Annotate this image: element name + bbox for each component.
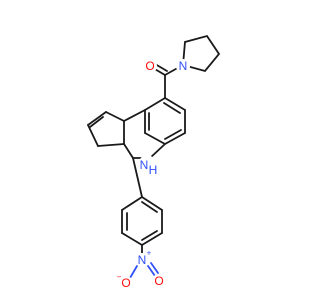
np-bond-3: [141, 232, 163, 246]
bond-c4-aryl: [132, 157, 143, 198]
atom-labels: O N N H N + O − O: [117, 59, 190, 290]
cp-double: [89, 116, 104, 128]
cp-bond-1: [105, 111, 125, 122]
amide-nitrogen-label: N: [179, 59, 188, 73]
benzo-double-2: [164, 129, 182, 140]
heteroatom-bonds: [129, 143, 166, 279]
nitro-charge-plus: +: [147, 249, 152, 258]
np-bond-6: [121, 196, 143, 211]
benzo-bond-3: [164, 132, 186, 145]
nitro-nitrogen-label: N: [138, 253, 147, 267]
benzo-bond-1: [164, 97, 186, 111]
benzo-double-1: [163, 102, 181, 114]
benzo-bond-4: [144, 132, 166, 145]
bond-nitro-o-left: [129, 265, 138, 279]
nitro-oxygen-left-label: O: [121, 276, 130, 290]
cp-bond-2: [87, 111, 107, 126]
benzo-bond-6: [144, 97, 166, 111]
amine-hydrogen-label: H: [149, 163, 158, 177]
cp-bond-3: [87, 124, 99, 147]
bond-c3a-c4: [123, 143, 134, 159]
np-bond-1: [141, 196, 163, 211]
chemical-structure-diagram: O N N H N + O − O: [87, 34, 221, 290]
np-double-1: [141, 201, 158, 213]
cp-bond-4: [97, 143, 125, 147]
bond-nitro-o-right: [147, 265, 156, 277]
bond-carbonyl-double-2: [154, 63, 168, 72]
bond-c9b-aryl: [123, 109, 146, 122]
bond-c8a-nh: [149, 143, 166, 159]
nitro-oxygen-right-label: O: [154, 274, 163, 288]
carbon-skeleton: [87, 34, 221, 256]
np-bond-4: [121, 232, 143, 246]
nitro-charge-minus: −: [117, 273, 122, 282]
amine-nitrogen-label: N: [140, 158, 149, 172]
pyrrolidine-ring: [182, 34, 221, 73]
carbonyl-oxygen-label: O: [145, 59, 154, 73]
np-double-2: [141, 230, 158, 241]
bond-nitro-o-right-2: [150, 262, 159, 274]
